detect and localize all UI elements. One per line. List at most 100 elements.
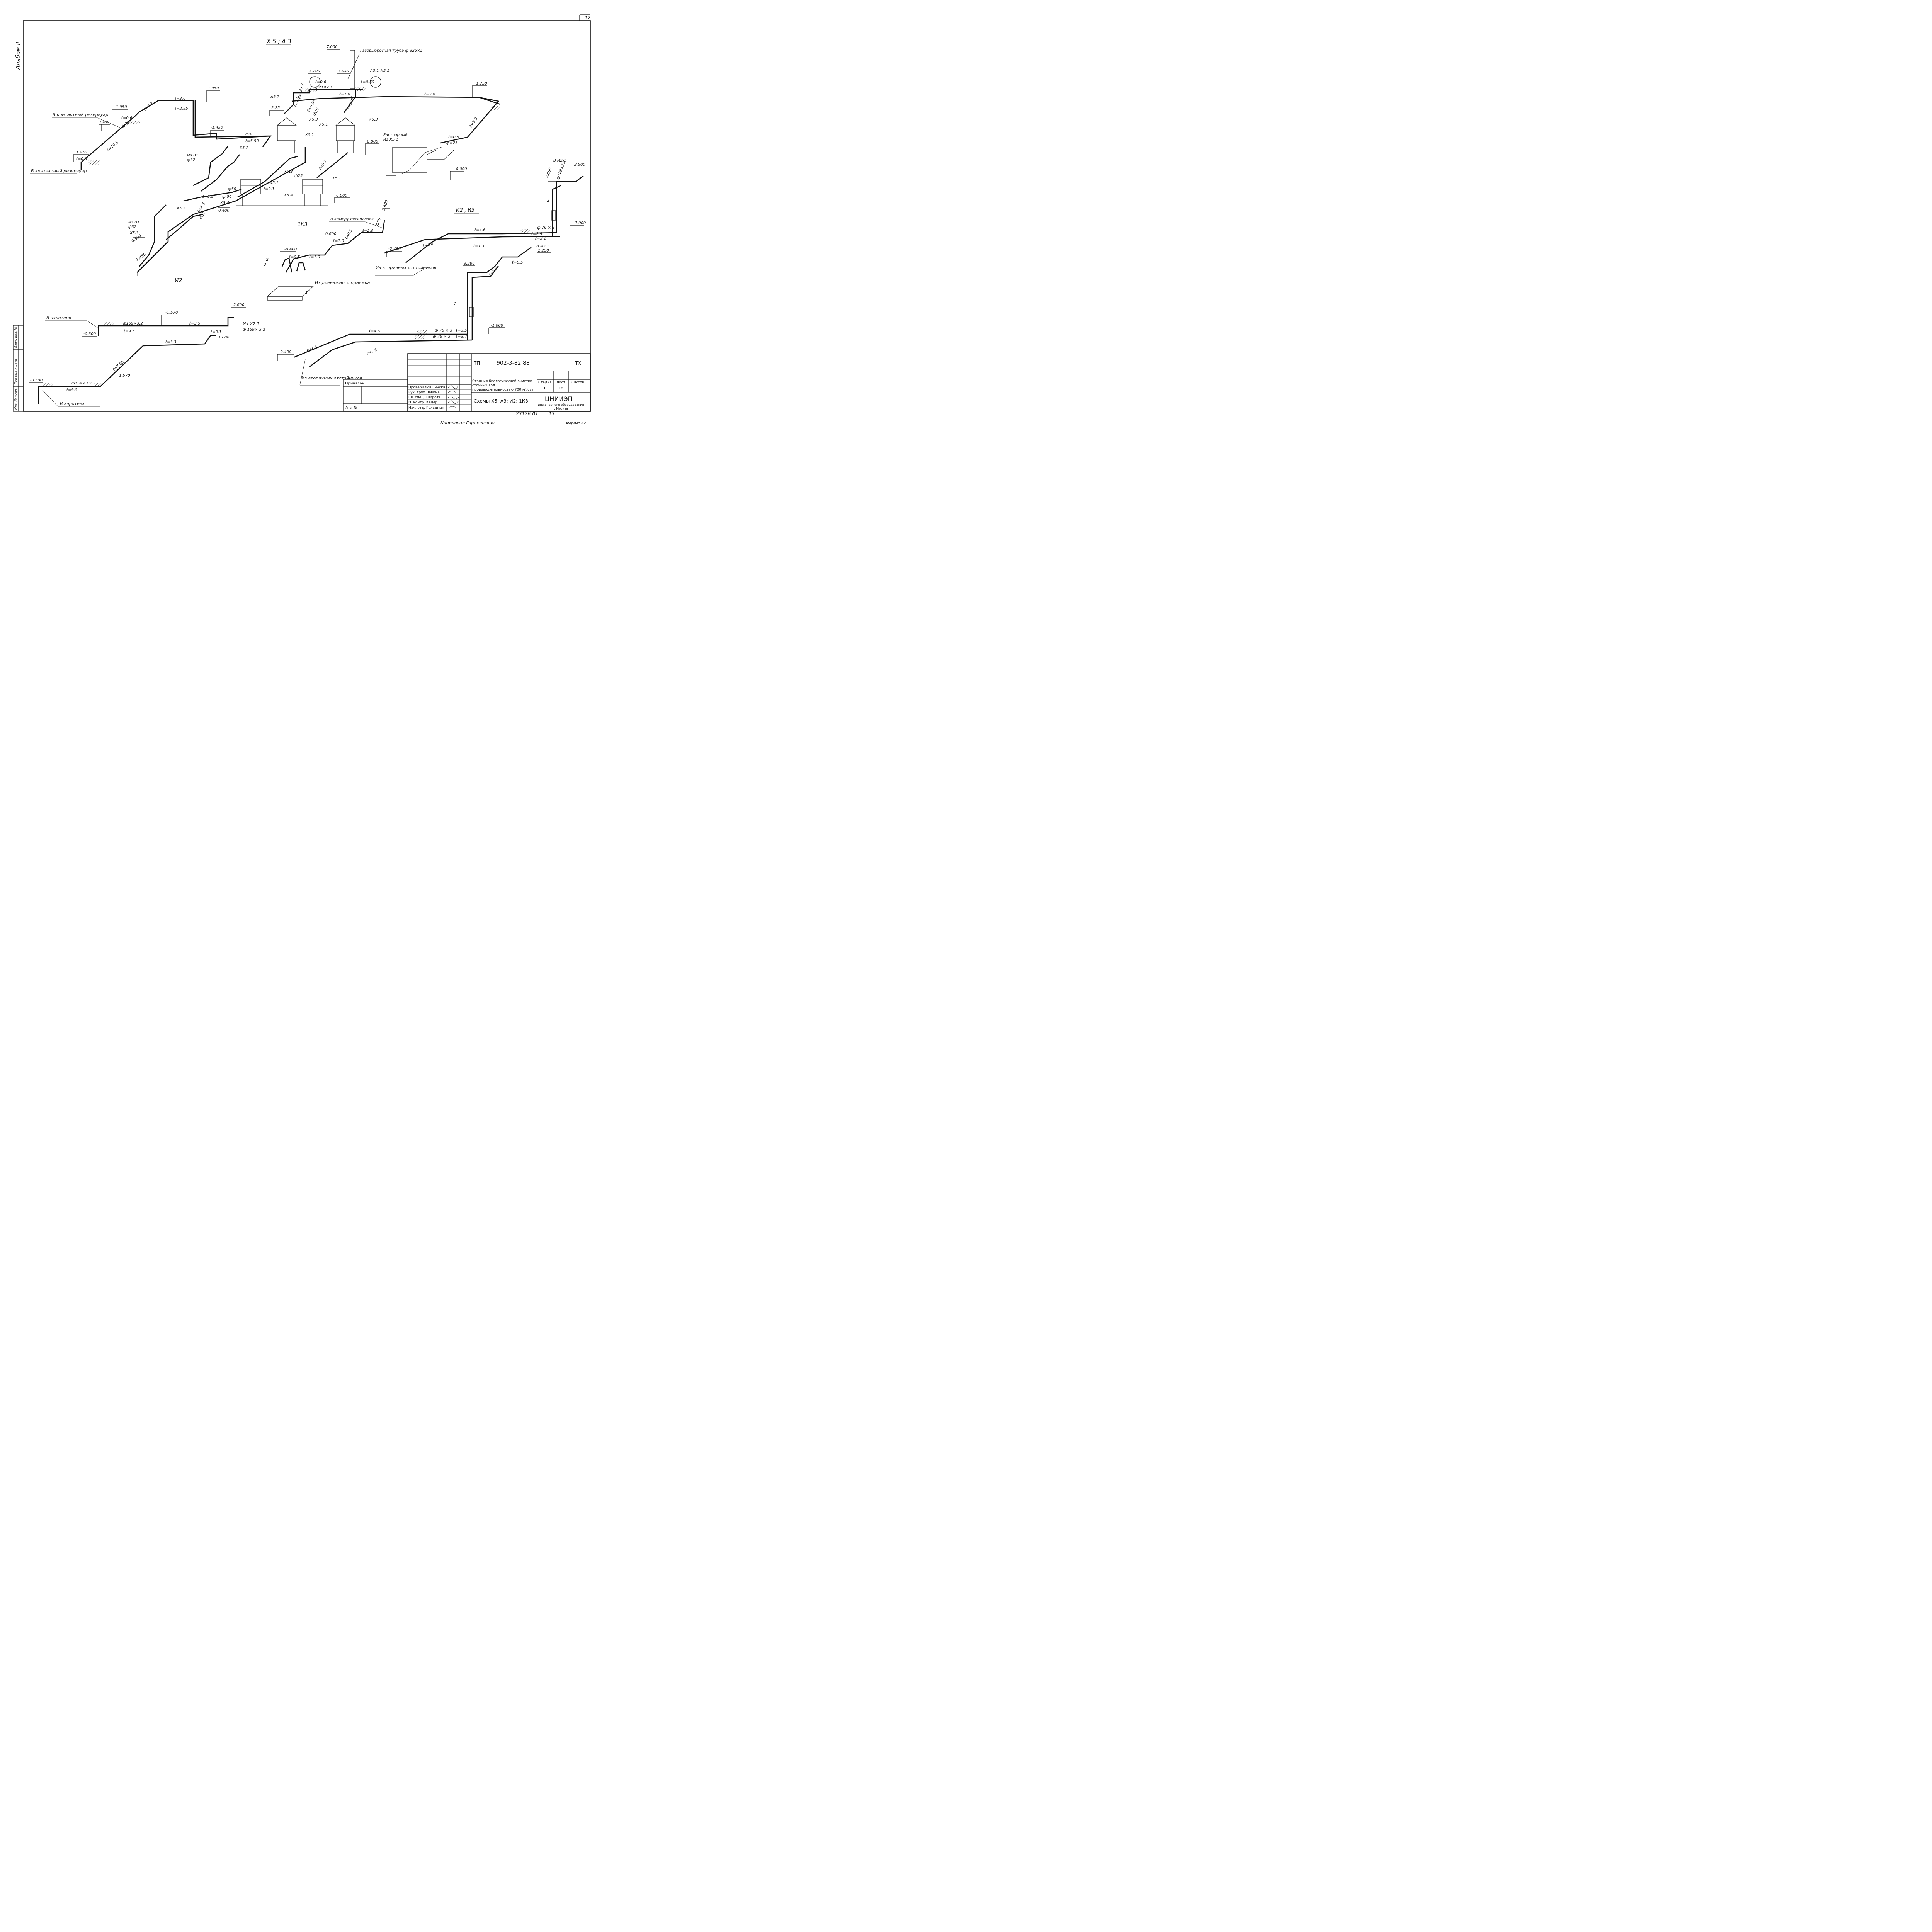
- elevation: 1.950: [208, 86, 219, 90]
- pipe-mark: ℓ=0.7: [318, 159, 328, 171]
- stage-value: Р: [544, 386, 546, 391]
- label-from-drain-pit: Из дренажного приямка: [315, 280, 370, 285]
- label-from-secondary-settlers-bottom: Из вторичных отстойников: [301, 376, 362, 381]
- label-gas-vent-pipe: Газовыбросная труба ф 325×5: [360, 48, 423, 53]
- pipe-mark: ℓ=0.6: [76, 157, 87, 161]
- label-to-i21-bottom: В И2.1: [536, 244, 549, 248]
- equipment-tag: X5.2: [176, 206, 185, 211]
- pipe-mark: ℓ=1.8: [366, 348, 378, 356]
- callout: 2: [547, 198, 549, 203]
- elevation: 2.500: [574, 163, 585, 167]
- sheet-number: 10: [558, 386, 563, 391]
- sheet-label: Лист: [556, 381, 565, 384]
- pipe-mark: ф=25: [446, 141, 458, 145]
- pipe-mark: ℓ=7.00: [112, 360, 125, 372]
- format-note: Формат А2: [566, 422, 586, 425]
- role: Нач. отд.: [408, 406, 425, 410]
- vessel-x5-1-right: [336, 125, 355, 141]
- equipment-tag: X5.3: [129, 231, 139, 235]
- label-from-secondary-settlers-top: Из вторичных отстойников: [376, 265, 436, 270]
- label-phi159-bottom: ф159×3.2: [71, 381, 92, 386]
- elevation: 1.600: [218, 335, 230, 340]
- pipe-mark: ℓ=3.3: [165, 340, 176, 344]
- pipe-mark: ℓ=0.5: [344, 228, 354, 240]
- equipment-tag: A3.1: [270, 95, 279, 99]
- pipe-mark: ф 50: [222, 195, 231, 199]
- elevation: 2.600: [233, 303, 245, 307]
- org-name: ЦНИИЭП: [545, 395, 573, 403]
- label-to-aerotank-bottom: В аэротенк: [60, 401, 85, 406]
- org-subtitle: инженерного оборудования: [538, 403, 584, 406]
- side-stamp-field-3: Взам. инв. №: [14, 327, 17, 348]
- elevation: 0.000: [336, 194, 347, 198]
- callout: 2: [454, 301, 457, 306]
- equipment-tag: X5.1: [332, 176, 341, 180]
- elevation: 1.950: [76, 150, 87, 155]
- elevation: -2.400: [388, 247, 401, 251]
- pipe-mark: ℓ=3.0: [175, 97, 185, 101]
- elevation: -2.400: [279, 350, 291, 354]
- label-phi32-bottom: ф32: [128, 225, 136, 229]
- pipe-mark: ℓ=3.5: [189, 321, 200, 326]
- elevation: 0.800: [367, 139, 378, 144]
- label-phi32-top: ф32: [187, 158, 195, 162]
- label-from-i21: Из И2.1: [243, 321, 259, 327]
- section-title-i2: И2: [175, 277, 182, 284]
- title-block: ТП 902-3-82.88 ТХ Станция биологической …: [343, 353, 591, 412]
- side-stamp-field-2: Подпись и дата: [14, 359, 17, 384]
- equipment-tag: X5.3: [369, 117, 378, 122]
- role: Проверил: [408, 386, 426, 389]
- attached-label: Привязан: [345, 381, 364, 386]
- role-name: Широта: [426, 396, 440, 400]
- scheme-x5-a3: X 5 ; A 3: [30, 38, 501, 276]
- equipment-tag: X5.4: [220, 201, 229, 205]
- tank-x5-1-left: [240, 179, 261, 194]
- elevation: 2.600: [381, 199, 389, 211]
- label-solution: Растворный: [383, 133, 408, 137]
- pipe-mark: ℓ=0.60: [361, 80, 374, 84]
- pipe-mark: ф50: [375, 217, 382, 226]
- pipe-marks-x5: ℓ=3.0 ℓ=2.95 ℓ=0.7 ℓ=0.6 ℓ=10.5 ф 32 ℓ=0…: [76, 80, 479, 220]
- sheet-corner-number: 12: [585, 15, 590, 20]
- doc-mark: ТХ: [575, 361, 581, 366]
- pipe-mark: ℓ=3.7: [456, 335, 467, 339]
- role-name: Машинская: [426, 386, 447, 389]
- elevation: 2.250: [538, 248, 549, 253]
- elevation: 3.280: [464, 262, 475, 266]
- label-phi159-right: ф 159× 3.2: [243, 328, 265, 332]
- section-title-1k3: 1К3: [298, 222, 308, 228]
- equipment-tag: X5.1: [319, 122, 328, 127]
- elevation: 7.000: [327, 45, 338, 49]
- side-stamp-field-1: Инв. № подл.: [14, 388, 17, 410]
- label-to-contact-tank-bottom: В контактный резервуар: [31, 168, 87, 173]
- pipe-mark: ℓ=10.5: [106, 141, 119, 153]
- pipe-mark: ℓ=1.5: [294, 96, 301, 107]
- pipe-mark: ℓ=1.8: [422, 242, 434, 248]
- pipe-mark: ф25: [312, 107, 320, 117]
- elevation: -0.300: [83, 332, 96, 336]
- role-name: Гольдман: [426, 406, 444, 410]
- sheets-label: Листов: [571, 381, 584, 384]
- pipe-mark: ℓ=1.0: [333, 239, 344, 243]
- label-phi108: ф108×2.8: [556, 160, 566, 180]
- label-to-contact-tank-top: В контактный резервуар: [53, 112, 108, 117]
- pipe-mark: ℓ=0.6: [121, 116, 132, 120]
- doc-code: ТП: [473, 361, 480, 366]
- elevation: 3.200: [309, 69, 320, 73]
- drawing-frame: [23, 20, 591, 412]
- vessel-x5-1-left: [277, 125, 296, 141]
- callout: 2: [266, 257, 269, 262]
- side-stamp: Взам. инв. № Подпись и дата Инв. № подл.: [13, 325, 24, 412]
- elevation: 1.750: [476, 82, 487, 86]
- pipe-mark: ℓ=0.5: [448, 135, 459, 139]
- role: Рук. груп.: [408, 391, 426, 395]
- elevation: -1.450: [211, 126, 223, 130]
- equipment-tags: X5.1 X5.1 X5.1 X5.1 X5.3 X5.3 X5.3 X5.4 …: [129, 69, 389, 235]
- pipe-mark: ℓ=3.5: [456, 328, 467, 333]
- elevation: -0.300: [30, 378, 43, 383]
- doc-number: 902-3-82.88: [497, 360, 530, 366]
- elevation: -1.000: [491, 323, 503, 328]
- copied-by: Копировал Гордеевская: [440, 420, 495, 425]
- pipe-mark: ℓ=0.1: [211, 330, 221, 334]
- elevation: 0.400: [218, 209, 230, 213]
